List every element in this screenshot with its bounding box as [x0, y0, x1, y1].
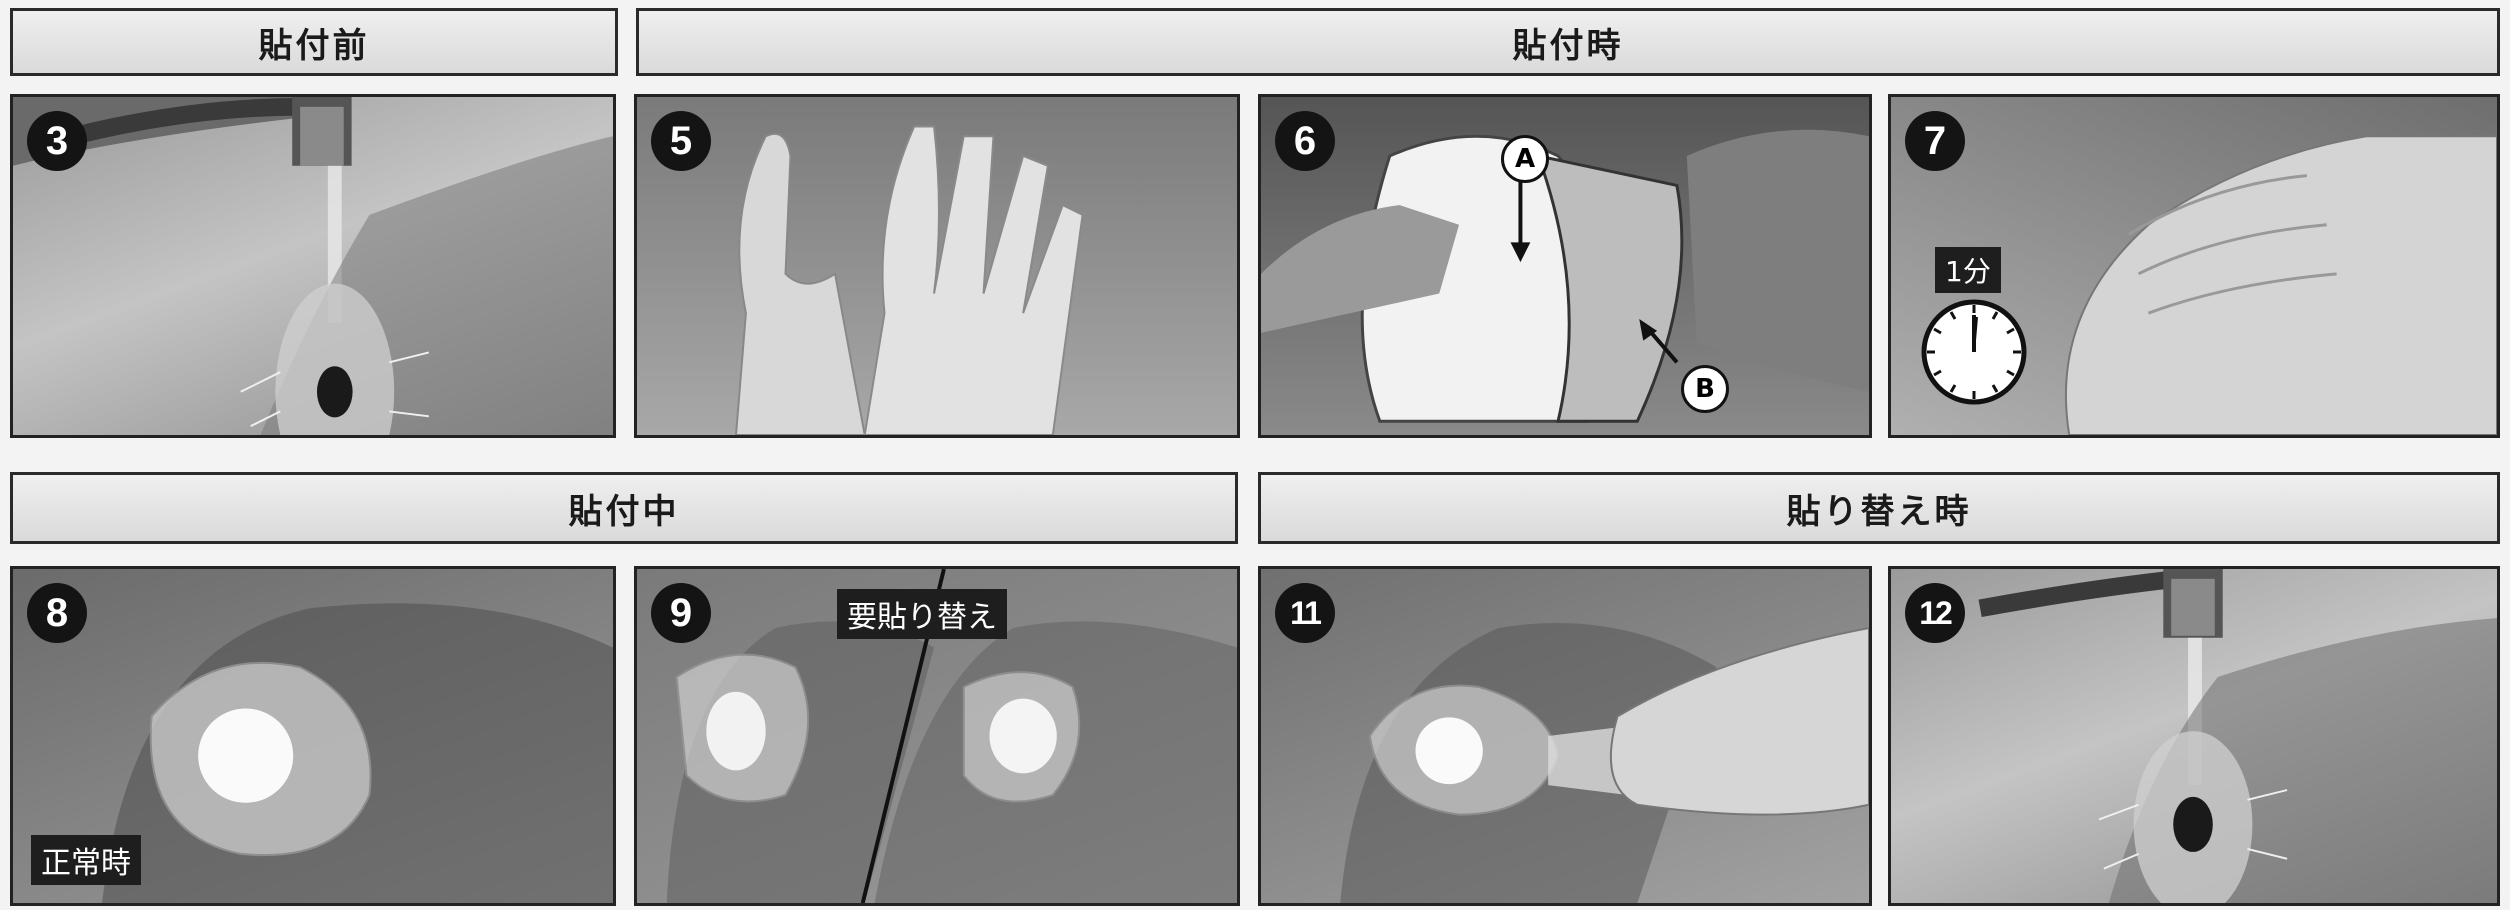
- step-number: 7: [1905, 111, 1965, 171]
- peel-liner-illustration: [1261, 97, 1869, 435]
- peel-patch-illustration: [1261, 569, 1869, 903]
- panel-step-12: 12: [1888, 566, 2500, 906]
- faucet-rinse-again-illustration: [1891, 569, 2497, 903]
- step-number: 3: [27, 111, 87, 171]
- header-before: 貼付前: [10, 8, 618, 76]
- panel-step-8: 8 正常時: [10, 566, 616, 906]
- normal-label: 正常時: [31, 835, 141, 885]
- step-number: 11: [1275, 583, 1335, 643]
- hands-illustration: [637, 97, 1237, 435]
- panel-step-11: 11: [1258, 566, 1872, 906]
- step-number: 12: [1905, 583, 1965, 643]
- step-number: 5: [651, 111, 711, 171]
- timer-label: 1分: [1935, 247, 2001, 293]
- header-during-apply: 貼付時: [636, 8, 2500, 76]
- step-number: 9: [651, 583, 711, 643]
- needs-replacement-label: 要貼り替え: [837, 589, 1007, 639]
- clock-icon: [1919, 297, 2029, 407]
- step-number: 8: [27, 583, 87, 643]
- panel-step-7: 7 1分: [1888, 94, 2500, 438]
- label-b-badge: B: [1681, 365, 1729, 413]
- panel-step-3: 3: [10, 94, 616, 438]
- panel-step-9: 9 要貼り替え: [634, 566, 1240, 906]
- panel-step-6: 6 A B: [1258, 94, 1872, 438]
- label-a-badge: A: [1501, 135, 1549, 183]
- header-while-applied: 貼付中: [10, 472, 1238, 544]
- panel-step-5: 5: [634, 94, 1240, 438]
- faucet-rinse-illustration: [13, 97, 613, 435]
- header-replacement: 貼り替え時: [1258, 472, 2500, 544]
- step-number: 6: [1275, 111, 1335, 171]
